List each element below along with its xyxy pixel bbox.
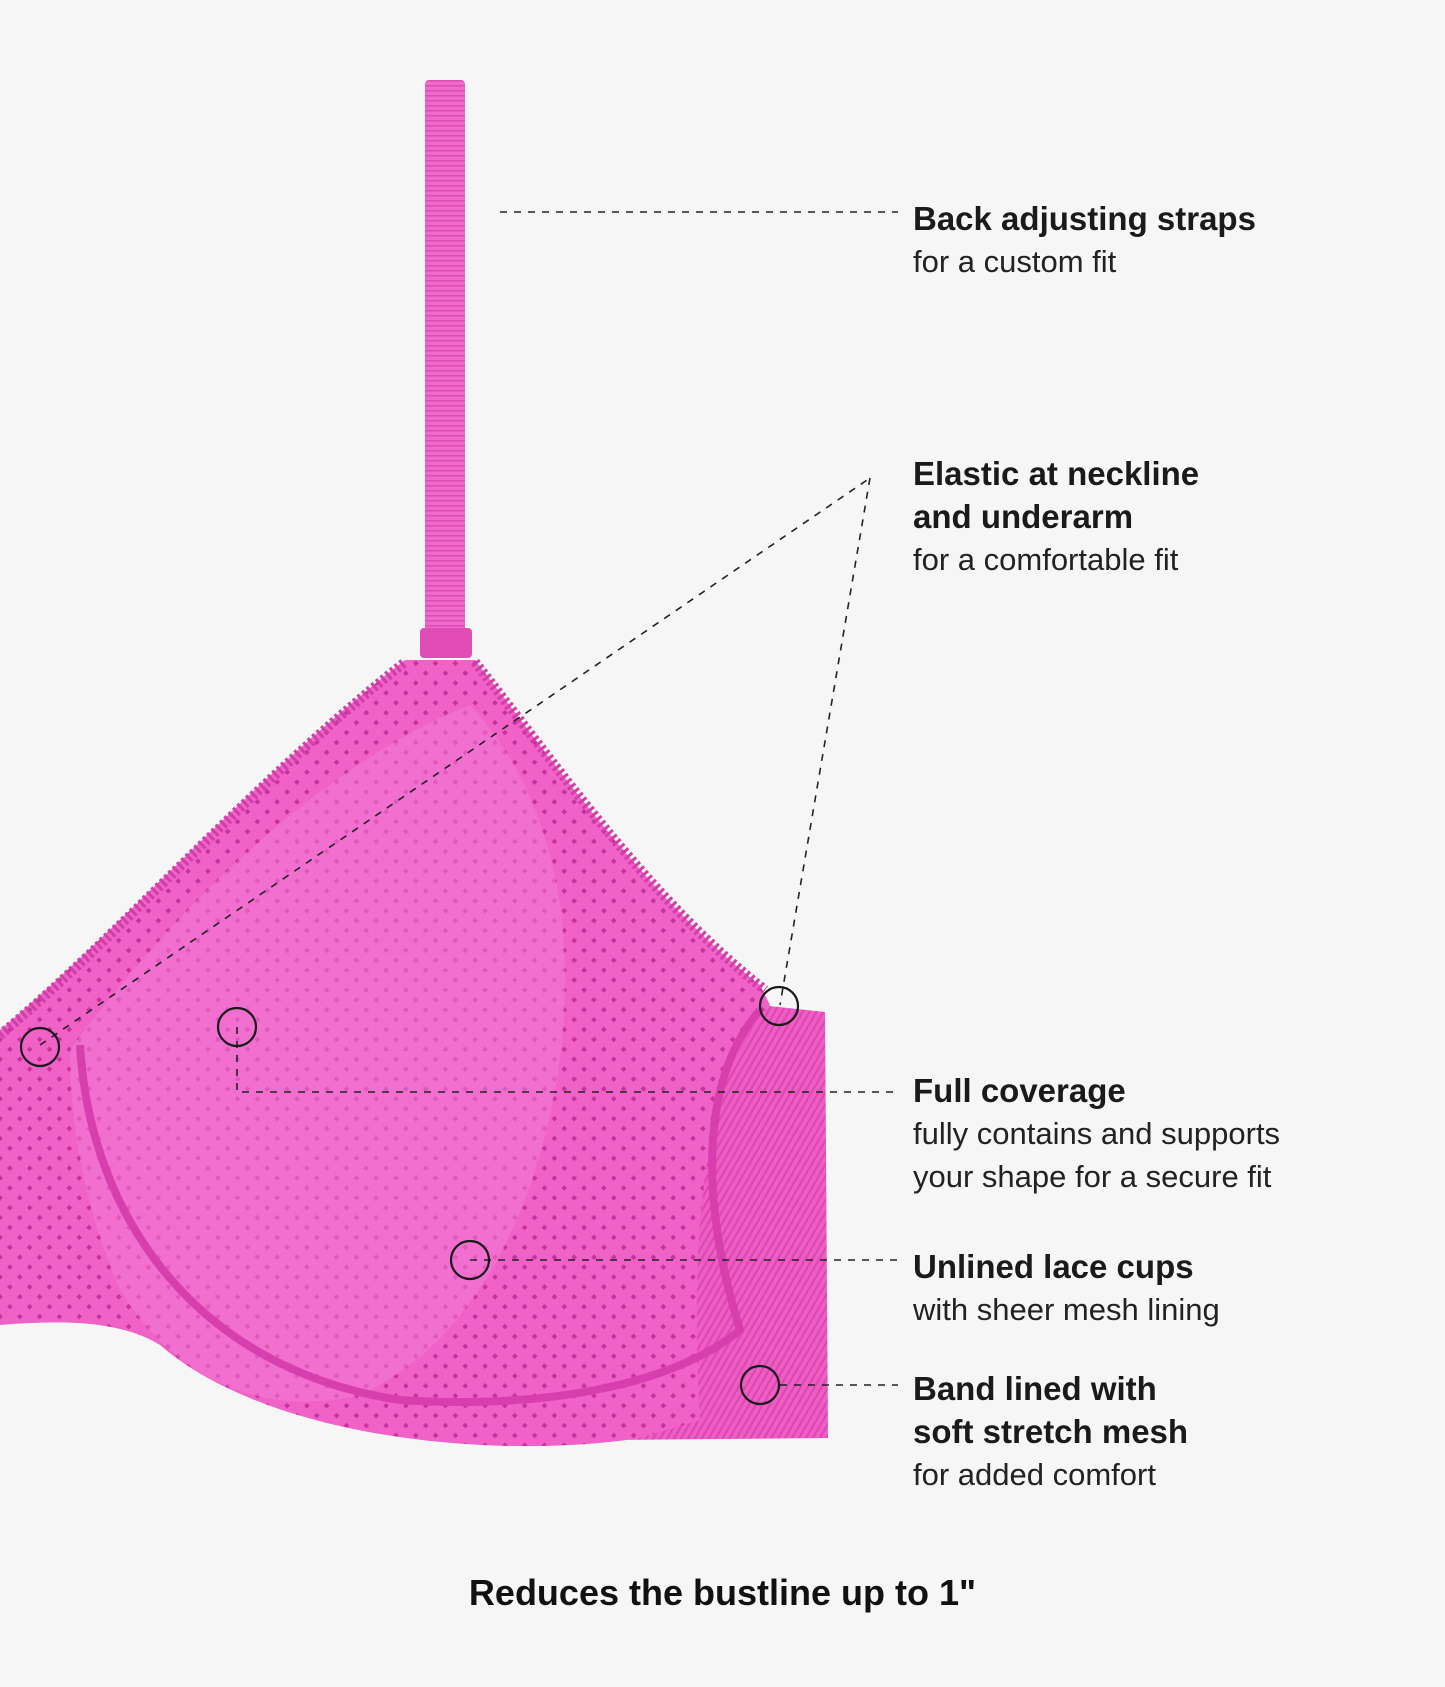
callout-title: Full coverage — [913, 1072, 1126, 1109]
callout-title-line2: soft stretch mesh — [913, 1413, 1189, 1450]
cup-lace-panel — [70, 705, 566, 1402]
callout-desc: fully contains and supports — [913, 1116, 1281, 1151]
callout-title: Elastic at neckline — [913, 455, 1200, 492]
marker-lace — [449, 1239, 491, 1281]
underwire-seam — [76, 1007, 764, 1406]
callout-coverage: Full coverage fully contains and support… — [913, 1069, 1280, 1198]
leader-lines — [39, 211, 898, 1386]
callout-title: Unlined lace cups — [913, 1248, 1194, 1285]
callout-straps: Back adjusting straps for a custom fit — [913, 197, 1256, 283]
callout-title-line2: and underarm — [913, 498, 1134, 535]
marker-band — [739, 1364, 781, 1406]
neckline-trim — [0, 658, 409, 1039]
callout-band: Band lined with soft stretch mesh for ad… — [913, 1367, 1188, 1496]
markers — [19, 985, 800, 1406]
callout-title: Band lined with — [913, 1370, 1157, 1407]
leader-coverage — [236, 1027, 898, 1093]
callout-desc: for added comfort — [913, 1457, 1156, 1492]
callout-elastic: Elastic at neckline and underarm for a c… — [913, 452, 1199, 581]
footer-tagline: Reduces the bustline up to 1" — [468, 1572, 977, 1613]
marker-underarm — [758, 985, 800, 1027]
callout-desc: with sheer mesh lining — [913, 1292, 1220, 1327]
callout-desc: for a custom fit — [913, 244, 1117, 279]
leader-elastic-b — [779, 477, 871, 1006]
underarm-trim — [471, 658, 769, 994]
marker-coverage — [216, 1006, 258, 1048]
callout-title: Back adjusting straps — [913, 200, 1256, 237]
callout-desc: for a comfortable fit — [913, 542, 1179, 577]
callout-desc-line2: your shape for a secure fit — [913, 1159, 1272, 1194]
strap — [425, 80, 465, 650]
callout-lace: Unlined lace cups with sheer mesh lining — [913, 1245, 1220, 1331]
marker-neckline — [19, 1026, 61, 1068]
strap-slider — [420, 628, 472, 658]
